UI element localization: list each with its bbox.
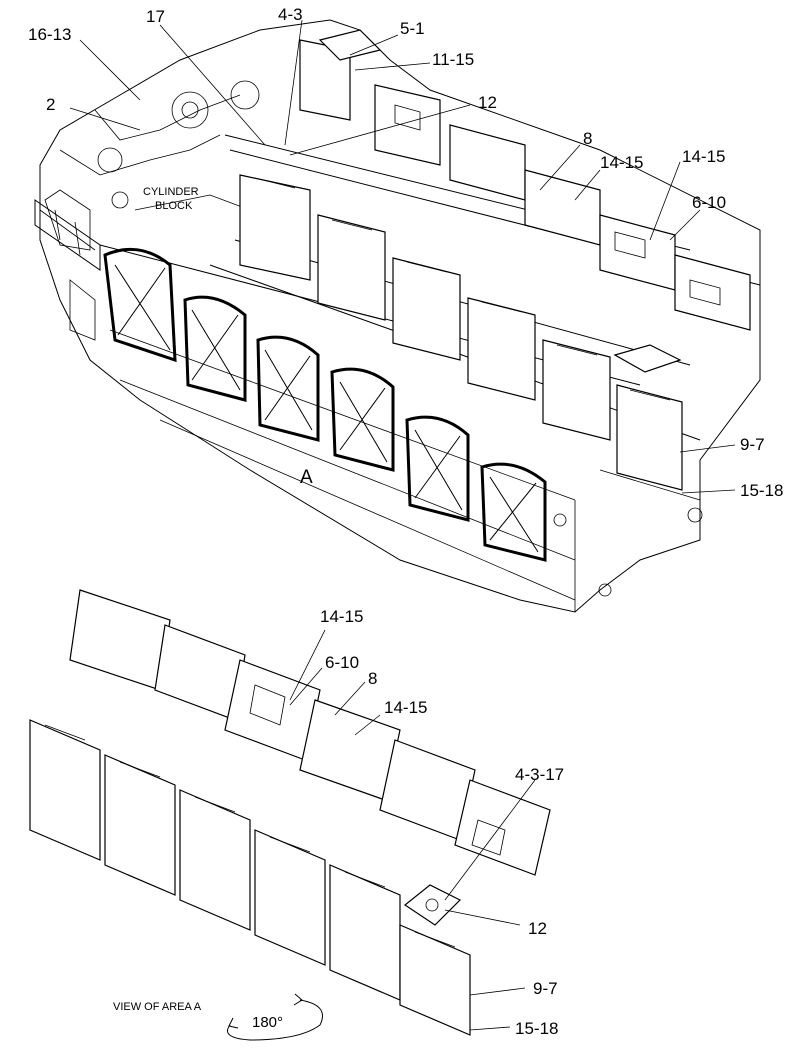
callout-5-1: 5-1 [400, 19, 425, 38]
view-of-area-caption: VIEW OF AREA A [113, 1001, 202, 1013]
callout-15-18-top: 15-18 [740, 481, 783, 500]
callout-15-18-bot: 15-18 [515, 1019, 558, 1038]
callout-labels: 16-13 17 4-3 5-1 11-15 2 12 8 14-15 14-1… [28, 5, 783, 1038]
cylinder-block-label-line2: BLOCK [155, 200, 193, 212]
leader-lines [69, 19, 736, 1031]
callout-9-7-top: 9-7 [740, 435, 765, 454]
callout-16-13: 16-13 [28, 25, 71, 44]
captions: CYLINDER BLOCK A VIEW OF AREA A 180° [113, 186, 313, 1031]
callout-4-3-17: 4-3-17 [515, 765, 564, 784]
callout-14-15-a: 14-15 [600, 153, 643, 172]
callout-14-15-b: 14-15 [682, 147, 725, 166]
callout-6-10-bot: 6-10 [325, 653, 359, 672]
callout-17: 17 [146, 7, 165, 26]
view-upper-plate-row [69, 589, 551, 926]
callout-8-top: 8 [583, 129, 592, 148]
callout-12-top: 12 [478, 93, 497, 112]
callout-6-10-top: 6-10 [692, 193, 726, 212]
callout-9-7-bot: 9-7 [533, 979, 558, 998]
upper-cover-row [299, 29, 751, 373]
rotation-arrow-icon [227, 993, 323, 1041]
callout-14-15-d: 14-15 [384, 698, 427, 717]
callout-2: 2 [46, 95, 55, 114]
rotation-label: 180° [252, 1014, 283, 1031]
callout-11-15: 11-15 [432, 50, 474, 69]
callout-14-15-c: 14-15 [320, 607, 363, 626]
callout-4-3: 4-3 [278, 5, 303, 24]
callout-8-bot: 8 [368, 669, 377, 688]
cylinder-block-label-line1: CYLINDER [143, 186, 199, 198]
area-a-marker: A [300, 467, 313, 488]
side-cover-row [239, 174, 683, 491]
crankcase-openings [34, 199, 547, 562]
callout-12-bot: 12 [528, 919, 547, 938]
view-lower-cover-row [29, 719, 471, 1036]
